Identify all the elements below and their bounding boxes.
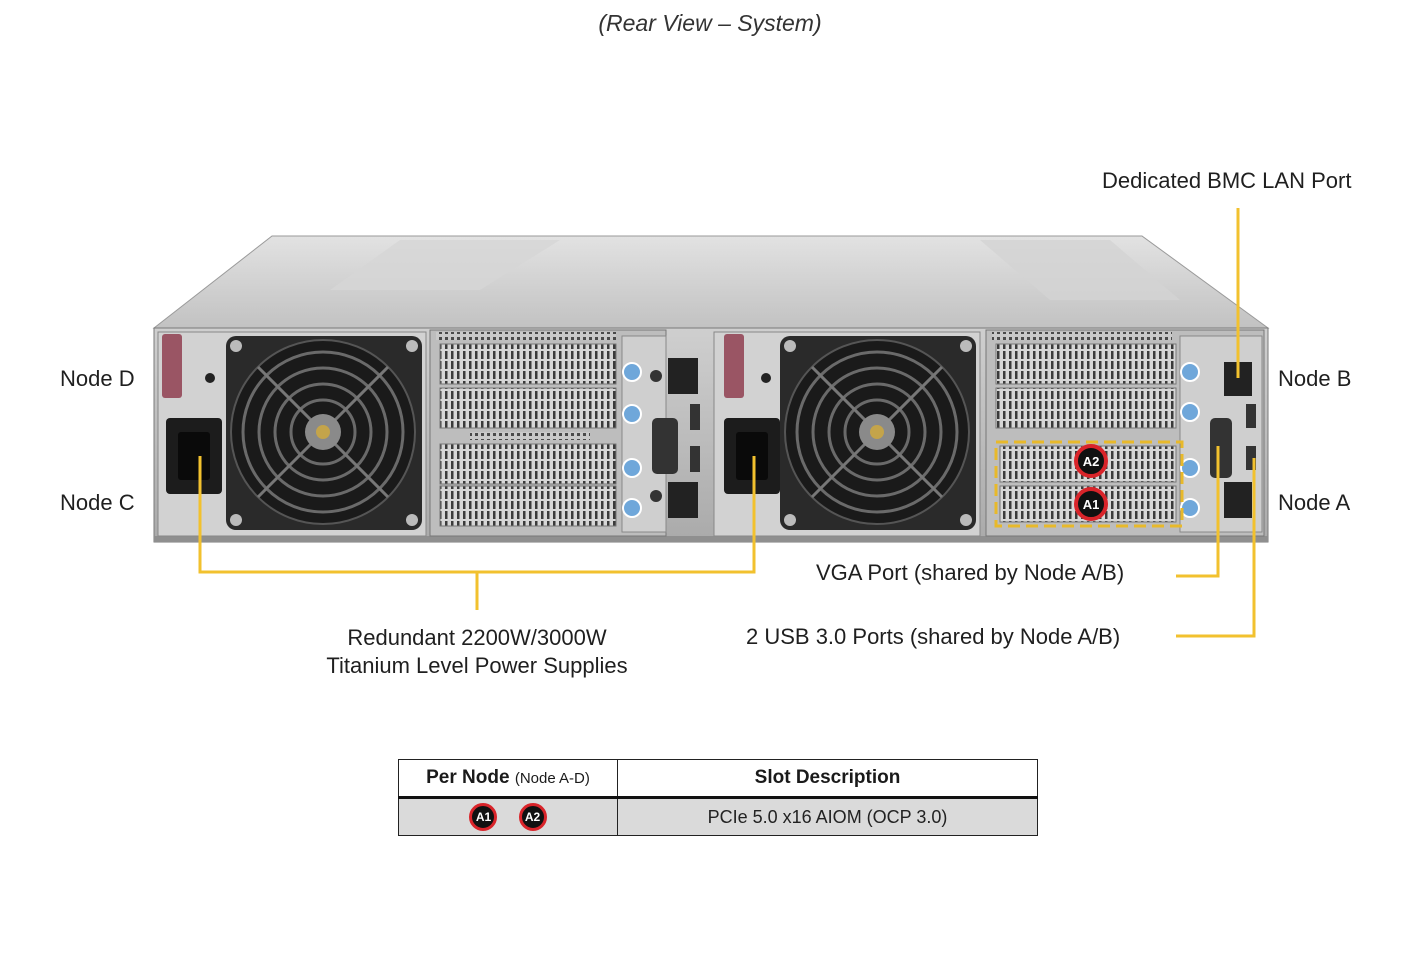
header-per-node: Per Node (Node A-D) (398, 759, 618, 799)
label-vga-port: VGA Port (shared by Node A/B) (816, 560, 1125, 585)
label-psu-line2: Titanium Level Power Supplies (326, 653, 628, 678)
psu-fan-right (780, 336, 976, 530)
slot-table: Per Node (Node A-D) Slot Description A1 … (398, 759, 1038, 836)
label-psu: Redundant 2200W/3000W Titanium Level Pow… (310, 625, 644, 679)
page-title: (Rear View – System) (598, 10, 822, 36)
usb-port (1246, 446, 1256, 470)
label-node-d: Node D (60, 366, 135, 391)
chassis-top (152, 235, 1270, 329)
label-node-a: Node A (1278, 490, 1351, 515)
cell-per-node: A1 A2 (398, 797, 618, 836)
label-usb-ports: 2 USB 3.0 Ports (shared by Node A/B) (746, 624, 1121, 649)
header-per-node-sub: (Node A-D) (514, 770, 590, 787)
header-per-node-label: Per Node (426, 767, 510, 788)
header-slot-description: Slot Description (617, 759, 1038, 799)
marker-a2: A2 (1074, 444, 1108, 478)
io-panel-left (621, 335, 700, 533)
cell-slot-description: PCIe 5.0 x16 AIOM (OCP 3.0) (617, 797, 1038, 836)
badge-a1: A1 (469, 803, 498, 831)
badge-a2: A2 (518, 803, 547, 831)
label-node-c: Node C (60, 490, 135, 515)
table-header-row: Per Node (Node A-D) Slot Description (398, 759, 1038, 799)
vga-leader (1176, 446, 1220, 578)
table-row: A1 A2 PCIe 5.0 x16 AIOM (OCP 3.0) (398, 797, 1038, 836)
marker-a1: A1 (1074, 487, 1108, 521)
leader-lines (198, 208, 1256, 638)
vga-port (1210, 418, 1232, 478)
psu-fan-left (226, 336, 422, 530)
usb-port (1246, 404, 1256, 428)
svg-text:A2: A2 (1083, 454, 1100, 469)
svg-text:A1: A1 (1083, 497, 1100, 512)
node-c-slots (439, 443, 617, 527)
aiom-highlight (994, 440, 1184, 528)
label-node-b: Node B (1278, 366, 1352, 391)
label-psu-line1: Redundant 2200W/3000W (347, 625, 607, 650)
io-panel-right (1179, 335, 1263, 533)
label-bmc-lan-port: Dedicated BMC LAN Port (1102, 168, 1352, 193)
usb-leader (1176, 458, 1256, 638)
